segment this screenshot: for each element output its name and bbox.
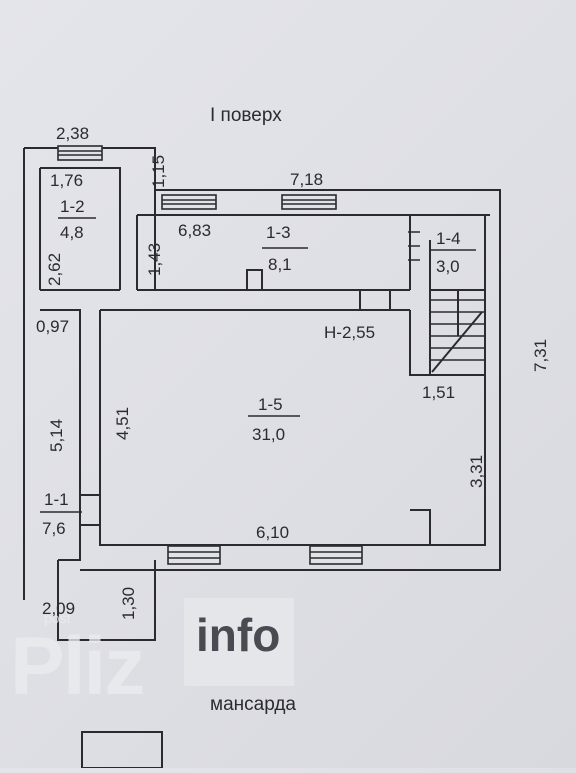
watermark-main-text: Pliz: [10, 621, 145, 712]
dim-2-62: 2,62: [45, 253, 64, 286]
next-plan-fragment: [81, 731, 163, 769]
dim-2-09: 2,09: [42, 599, 75, 618]
dim-1-76: 1,76: [50, 171, 83, 190]
watermark-box: [184, 598, 294, 686]
dim-1-51: 1,51: [422, 383, 455, 402]
dim-6-83: 6,83: [178, 221, 211, 240]
height-note: H-2,55: [324, 323, 375, 342]
watermark-logo: post Pliz info: [0, 598, 300, 716]
dim-6-10: 6,10: [256, 523, 289, 542]
dim-1-15: 1,15: [149, 155, 168, 188]
watermark-small-text: post: [44, 610, 71, 626]
room-id-1-2: 1-2: [60, 197, 85, 216]
room-id-1-1: 1-1: [44, 490, 69, 509]
room-area-1-3: 8,1: [268, 255, 292, 274]
dim-4-51: 4,51: [113, 407, 132, 440]
room-area-1-2: 4,8: [60, 223, 84, 242]
dim-7-18: 7,18: [290, 170, 323, 189]
footer-title: мансарда: [210, 694, 296, 715]
dim-5-14: 5,14: [47, 419, 66, 452]
dim-1-43: 1,43: [145, 243, 164, 276]
watermark-sub-text: info: [196, 609, 281, 661]
room-area-1-5: 31,0: [252, 425, 285, 444]
plan-title: I поверх: [210, 105, 282, 126]
room-area-1-4: 3,0: [436, 257, 460, 276]
dim-7-31: 7,31: [531, 339, 550, 372]
dim-0-97: 0,97: [36, 317, 69, 336]
dim-2-38: 2,38: [56, 124, 89, 143]
room-id-1-5: 1-5: [258, 395, 283, 414]
room-id-1-4: 1-4: [436, 229, 461, 248]
dim-1-30: 1,30: [119, 587, 138, 620]
dim-3-31: 3,31: [467, 455, 486, 488]
room-id-1-3: 1-3: [266, 223, 291, 242]
room-area-1-1: 7,6: [42, 519, 66, 538]
